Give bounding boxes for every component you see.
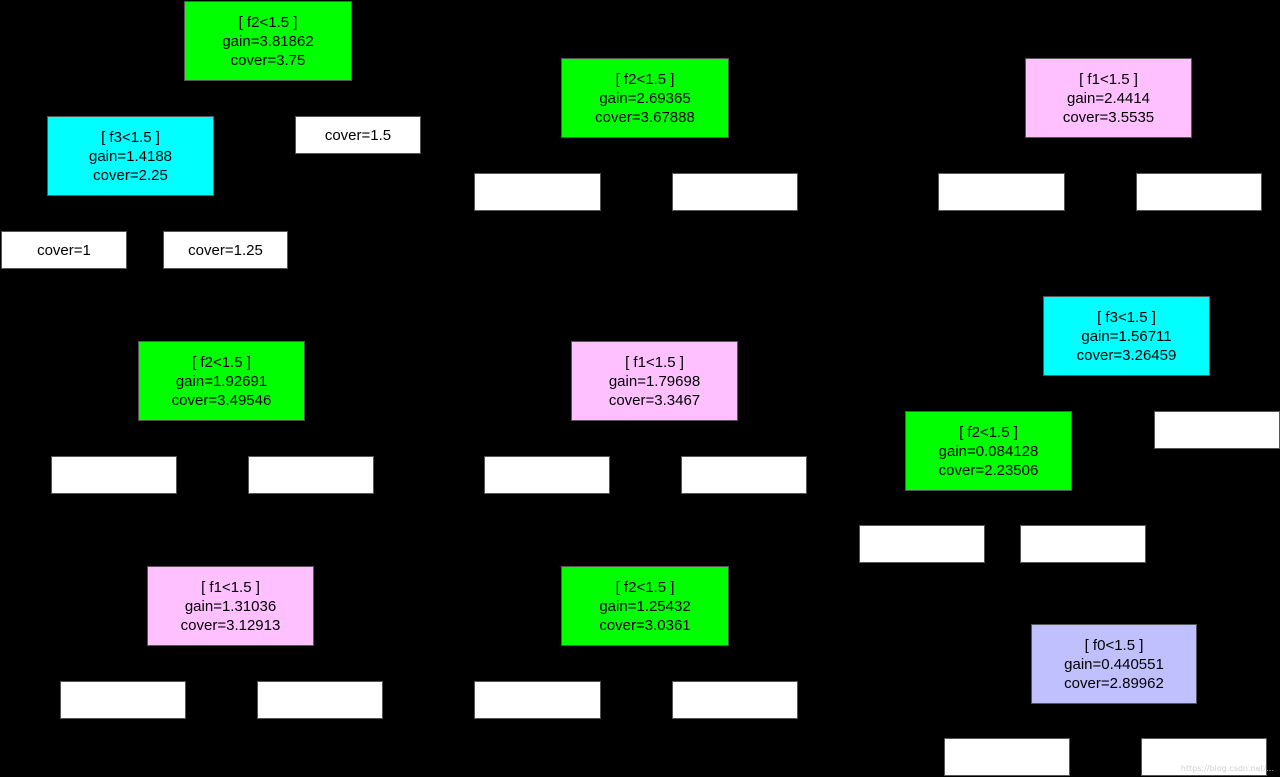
leaf-node [672, 681, 798, 719]
node-cover: cover=3.0361 [599, 616, 691, 634]
node-condition: [ f0<1.5 ] [1084, 636, 1144, 654]
node-gain: gain=1.4188 [89, 147, 172, 165]
leaf-node [474, 681, 601, 719]
node-condition: [ f3<1.5 ] [1097, 308, 1156, 326]
node-cover: cover=3.26459 [1076, 346, 1177, 364]
node-cover: cover=2.25 [93, 166, 168, 184]
leaf-node [672, 173, 798, 211]
leaf-node [248, 456, 374, 494]
node-condition: [ f2<1.5 ] [238, 13, 298, 31]
node-cover: cover=3.3467 [608, 391, 701, 409]
leaf-node [1020, 525, 1146, 563]
node-gain: gain=1.31036 [184, 597, 277, 615]
node-condition: [ f1<1.5 ] [201, 578, 260, 596]
node-condition: [ f2<1.5 ] [615, 70, 675, 88]
leaf-node [938, 173, 1065, 211]
node-gain: gain=1.25432 [599, 597, 691, 615]
leaf-node: cover=1.25 [163, 231, 288, 269]
node-condition: [ f1<1.5 ] [625, 353, 684, 371]
leaf-node: cover=1.5 [295, 116, 421, 154]
node-gain: gain=1.56711 [1081, 327, 1172, 345]
node-condition: [ f1<1.5 ] [1079, 70, 1138, 88]
node-cover: cover=3.5535 [1062, 108, 1155, 126]
node-gain: gain=2.69365 [599, 89, 691, 107]
leaf-node [944, 738, 1070, 776]
node-gain: gain=0.084128 [938, 442, 1039, 460]
leaf-node [859, 525, 985, 563]
node-cover: cover=2.89962 [1064, 674, 1164, 692]
node-cover: cover=3.49546 [171, 391, 272, 409]
node-gain: gain=3.81862 [222, 32, 314, 50]
leaf-node [474, 173, 601, 211]
leaf-node [1141, 738, 1267, 776]
node-gain: gain=1.92691 [175, 372, 268, 390]
leaf-node [257, 681, 383, 719]
watermark-text: https://blog.csdn.net/... [1180, 764, 1274, 773]
leaf-node [1136, 173, 1262, 211]
node-gain: gain=2.4414 [1067, 89, 1150, 107]
node-condition: [ f2<1.5 ] [959, 423, 1018, 441]
leaf-node [1154, 411, 1280, 449]
leaf-node [681, 456, 807, 494]
node-condition: [ f3<1.5 ] [101, 128, 160, 146]
leaf-node [60, 681, 186, 719]
node-cover: cover=2.23506 [938, 461, 1039, 479]
node-cover: cover=3.75 [230, 51, 306, 69]
leaf-node: cover=1 [1, 231, 127, 269]
node-condition: [ f2<1.5 ] [192, 353, 251, 371]
leaf-node [484, 456, 610, 494]
node-gain: gain=1.79698 [608, 372, 701, 390]
node-condition: [ f2<1.5 ] [615, 578, 675, 596]
node-cover: cover=3.67888 [595, 108, 695, 126]
node-cover: cover=3.12913 [180, 616, 281, 634]
leaf-node [51, 456, 177, 494]
node-gain: gain=0.440551 [1064, 655, 1164, 673]
